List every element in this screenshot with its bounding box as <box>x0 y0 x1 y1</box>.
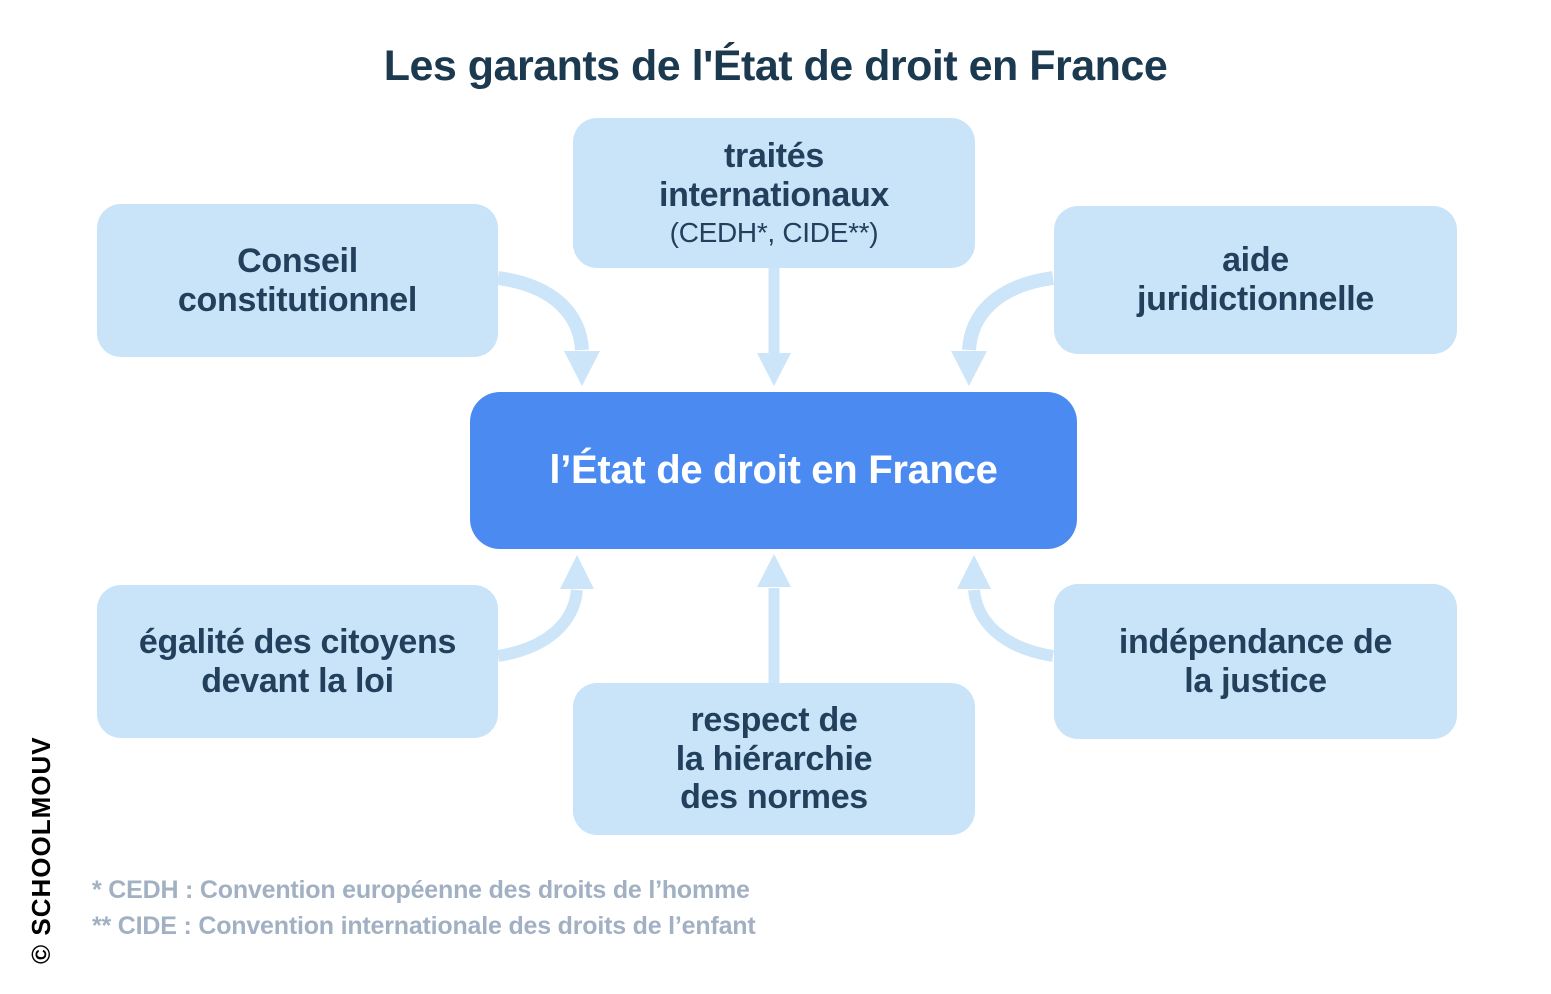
node-respect-hierarchie-des-normes: respect de la hiérarchie des normes <box>573 683 975 835</box>
arrow-independance-to-center <box>957 555 1055 662</box>
node-independance-de-la-justice: indépendance de la justice <box>1054 584 1457 739</box>
node-traites-internationaux: traités internationaux (CEDH*, CIDE**) <box>573 118 975 268</box>
schoolmouv-watermark: © SCHOOLMOUV <box>26 736 56 964</box>
node-line: juridictionnelle <box>1136 280 1374 318</box>
node-line: internationaux <box>658 176 890 215</box>
node-etat-de-droit-en-france: l’État de droit en France <box>470 392 1077 549</box>
node-line: indépendance de <box>1118 622 1393 661</box>
node-line: traités <box>724 137 824 176</box>
node-aide-juridictionnelle: aide juridictionnelle <box>1054 206 1457 354</box>
arrow-aide-to-center <box>951 271 1055 386</box>
footnotes: * CEDH : Convention européenne des droit… <box>92 872 756 944</box>
node-line: la hiérarchie <box>675 739 873 778</box>
arrow-respect-to-center <box>757 554 791 686</box>
footnote-cedh: * CEDH : Convention européenne des droit… <box>92 876 750 904</box>
node-line: aide <box>1222 241 1289 280</box>
arrow-egalite-to-center <box>496 555 594 662</box>
node-line: l’État de droit en France <box>549 447 998 492</box>
arrow-traites-to-center <box>757 262 791 386</box>
node-line: constitutionnel <box>177 280 418 319</box>
node-line: égalité des citoyens <box>138 622 457 661</box>
footnote-cide: ** CIDE : Convention internationale des … <box>92 912 756 940</box>
node-line: la justice <box>1184 661 1327 700</box>
arrow-conseil-to-center <box>496 271 600 386</box>
node-line: devant la loi <box>201 661 394 700</box>
node-conseil-constitutionnel: Conseil constitutionnel <box>97 204 498 357</box>
diagram-title: Les garants de l'État de droit en France <box>383 42 1168 90</box>
node-line: Conseil <box>237 241 358 280</box>
node-egalite-des-citoyens: égalité des citoyens devant la loi <box>97 585 498 738</box>
node-subline: (CEDH*, CIDE**) <box>669 216 879 248</box>
node-line: des normes <box>680 778 868 817</box>
node-line: respect de <box>690 700 858 739</box>
